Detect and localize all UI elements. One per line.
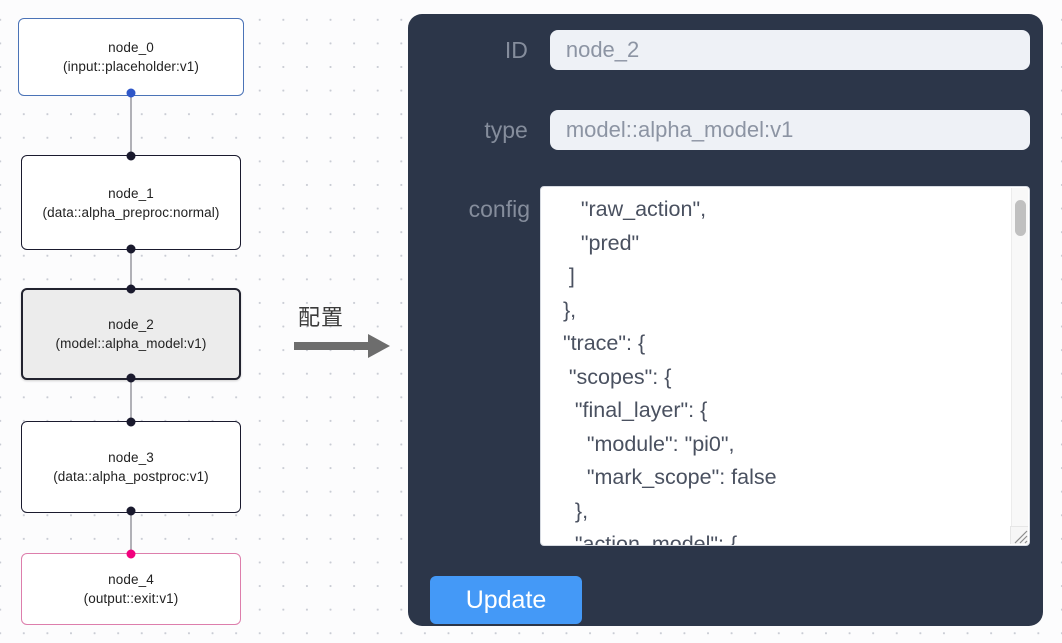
update-button[interactable]: Update — [430, 576, 582, 624]
node_0-source-handle[interactable] — [126, 88, 136, 98]
config-scrollbar[interactable] — [1011, 188, 1028, 527]
flow-node-node_0[interactable]: node_0 (input::placeholder:v1) — [18, 18, 244, 96]
node_3-target-handle[interactable] — [126, 417, 136, 427]
node-id-label: node_4 — [108, 572, 154, 587]
field-row-config: config — [430, 192, 1030, 226]
config-arrow-group: 配置 — [294, 300, 394, 358]
edge-node2-node3 — [130, 376, 132, 423]
edge-node1-node2 — [130, 246, 132, 290]
node-type-label: (model::alpha_model:v1) — [55, 336, 207, 351]
id-field-label: ID — [504, 37, 528, 63]
config-textarea-value[interactable]: "raw_action", "pred" ] }, "trace": { "sc… — [562, 197, 777, 546]
node_3-source-handle[interactable] — [126, 506, 136, 516]
config-scrollbar-thumb[interactable] — [1015, 200, 1026, 236]
flow-node-node_4[interactable]: node_4 (output::exit:v1) — [21, 553, 241, 625]
right-arrow-icon — [294, 334, 390, 358]
node_2-source-handle[interactable] — [126, 373, 136, 383]
node_1-source-handle[interactable] — [126, 244, 136, 254]
flow-node-node_3[interactable]: node_3 (data::alpha_postproc:v1) — [21, 421, 241, 513]
type-input[interactable] — [549, 110, 1030, 150]
type-field-label: type — [484, 117, 528, 143]
node-config-panel: ID type config "raw_action", "pred" ] },… — [408, 14, 1043, 626]
config-field-label: config — [468, 196, 530, 222]
edge-node3-node4 — [130, 509, 132, 556]
node-id-label: node_2 — [108, 317, 154, 332]
field-row-id: ID — [430, 30, 1030, 70]
flow-node-node_1[interactable]: node_1 (data::alpha_preproc:normal) — [21, 155, 241, 250]
id-input[interactable] — [549, 30, 1030, 70]
node-type-label: (input::placeholder:v1) — [63, 59, 199, 74]
node-id-label: node_3 — [108, 450, 154, 465]
config-textarea[interactable]: "raw_action", "pred" ] }, "trace": { "sc… — [540, 186, 1030, 546]
arrow-label: 配置 — [298, 305, 345, 330]
node-type-label: (output::exit:v1) — [83, 591, 179, 606]
node_2-target-handle[interactable] — [126, 284, 136, 294]
resize-grip-icon[interactable] — [1010, 526, 1028, 544]
node-type-label: (data::alpha_preproc:normal) — [42, 204, 220, 220]
node-type-label: (data::alpha_postproc:v1) — [53, 469, 209, 484]
node_1-target-handle[interactable] — [126, 151, 136, 161]
node_4-target-handle[interactable] — [126, 549, 136, 559]
node-id-label: node_0 — [108, 40, 154, 55]
node-id-label: node_1 — [108, 185, 154, 201]
flow-node-node_2[interactable]: node_2 (model::alpha_model:v1) — [21, 288, 241, 380]
field-row-type: type — [430, 110, 1030, 150]
edge-node0-node1 — [130, 92, 132, 160]
